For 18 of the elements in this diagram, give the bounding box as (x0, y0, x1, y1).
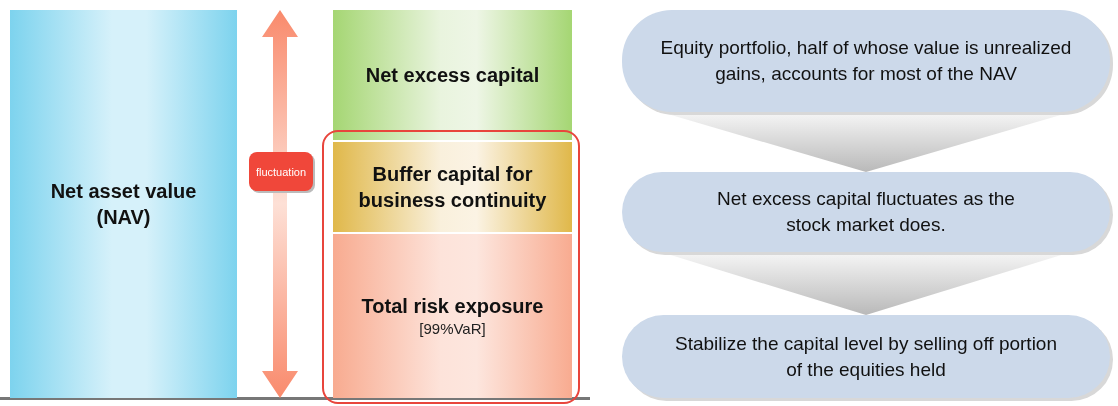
bar-label: Buffer capital for business continuity (357, 162, 548, 213)
highlight-frame (322, 130, 580, 404)
step-text: Stabilize the capital level by selling off portion of the equities held (674, 331, 1058, 382)
capital-bar (333, 142, 572, 232)
step-pill (622, 315, 1110, 398)
bar-sublabel: [99%VaR] (419, 319, 486, 339)
step-text: Net excess capital fluctuates as the stock market does. (716, 187, 1016, 237)
capital-bar (333, 10, 572, 140)
step-pill (622, 10, 1110, 112)
bar-label: Total risk exposure (361, 294, 544, 320)
capital-bar (333, 234, 572, 398)
capital-bar (10, 10, 237, 398)
fluctuation-badge (249, 152, 313, 191)
step-pill (622, 172, 1110, 252)
bar-label: Net asset value (NAV) (50, 179, 197, 230)
badge-label: fluctuation (255, 165, 307, 178)
bar-label: Net excess capital (365, 63, 540, 88)
step-text: Equity portfolio, half of whose value is unrealized gains, accounts for most of the NAV (659, 36, 1073, 86)
